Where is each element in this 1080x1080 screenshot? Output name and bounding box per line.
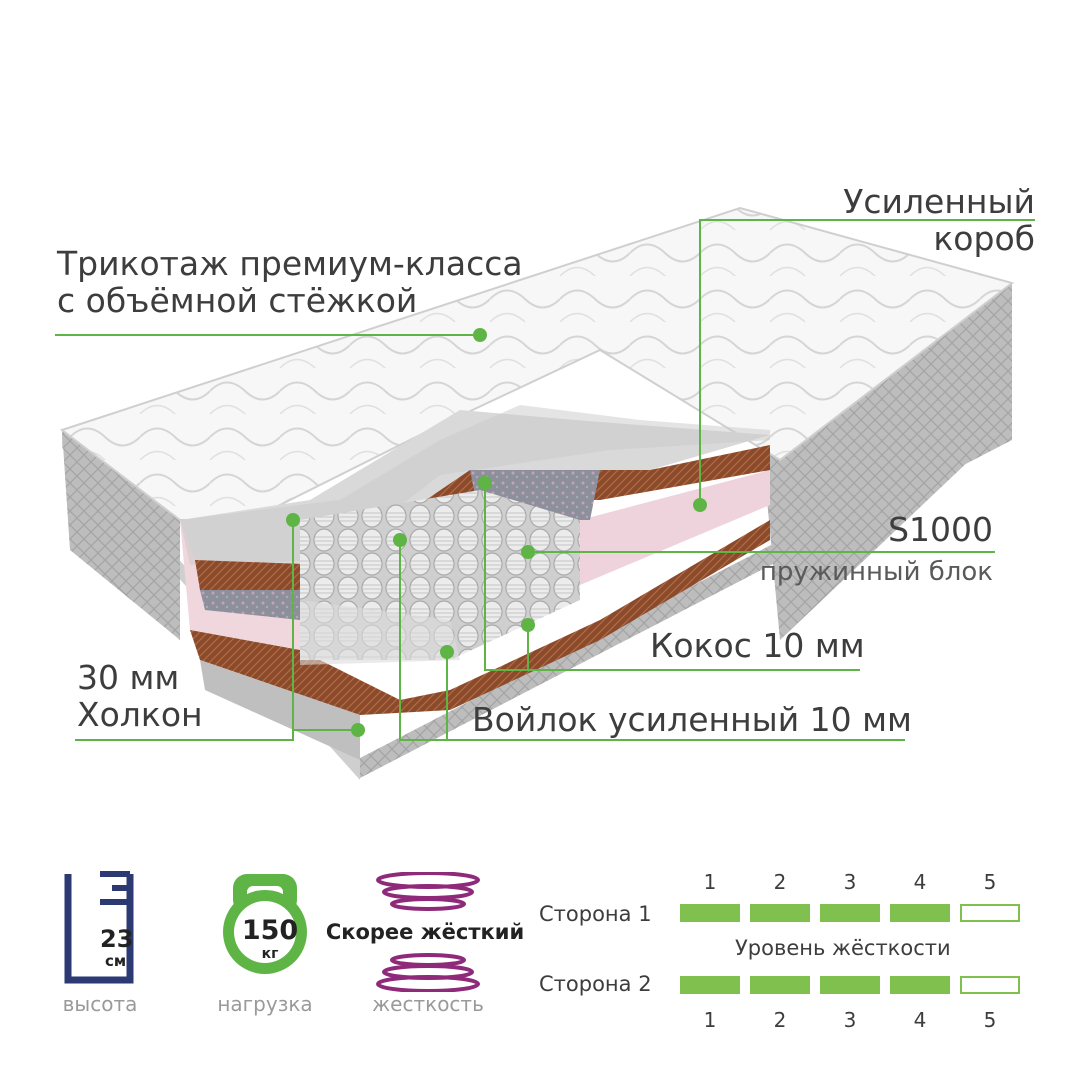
- mattress-illustration: [55, 206, 1035, 780]
- firmness-value: Скорее жёсткий: [325, 920, 525, 944]
- side-1-bars: [680, 904, 1020, 922]
- firmness-bar-5: [960, 904, 1020, 922]
- firmness-bar-3: [820, 904, 880, 922]
- height-value: 23: [100, 925, 134, 953]
- scale-number-1: 1: [703, 870, 717, 894]
- scale-number-1: 1: [703, 1008, 717, 1032]
- firmness-bar-2: [750, 976, 810, 994]
- spring-icon: [376, 872, 480, 911]
- callout-holcon: 30 мм Холкон: [77, 658, 203, 734]
- callout-box-line1: Усиленный: [843, 182, 1035, 221]
- scale-number-5: 5: [983, 1008, 997, 1032]
- callout-dots: [286, 328, 707, 737]
- height-caption: высота: [62, 992, 138, 1016]
- side-1-label: Сторона 1: [539, 902, 652, 926]
- load-spec: 150 кг нагрузка: [210, 872, 320, 1022]
- load-caption: нагрузка: [217, 992, 313, 1016]
- firmness-scale: 1 2 3 4 5 Сторона 1 Уровень жёсткости Сторон…: [535, 870, 1035, 1040]
- scale-number-4: 4: [913, 870, 927, 894]
- kettlebell-icon: [223, 874, 307, 974]
- callout-knit: Трикотаж премиум-класса с объёмной стёжк…: [57, 244, 523, 320]
- firmness-bar-4: [890, 976, 950, 994]
- ruler-icon: [64, 871, 134, 984]
- scale-number-2: 2: [773, 870, 787, 894]
- scale-title: Уровень жёсткости: [735, 936, 951, 960]
- side-2-label: Сторона 2: [539, 972, 652, 996]
- scale-number-2: 2: [773, 1008, 787, 1032]
- load-value: 150: [241, 915, 299, 946]
- callout-knit-line1: Трикотаж премиум-класса: [57, 244, 523, 283]
- callout-holcon-line2: Холкон: [77, 694, 203, 734]
- scale-number-4: 4: [913, 1008, 927, 1032]
- scale-number-3: 3: [843, 1008, 857, 1032]
- firmness-bar-1: [680, 904, 740, 922]
- scale-numbers-top: 1 2 3 4 5: [680, 870, 1020, 894]
- callout-lines: [55, 219, 1035, 741]
- side-2-bars: [680, 976, 1020, 994]
- callout-knit-line2: с объёмной стёжкой: [57, 280, 418, 320]
- scale-number-3: 3: [843, 870, 857, 894]
- firmness-spec: Скорее жёсткий жесткость: [325, 872, 525, 1022]
- firmness-bar-5: [960, 976, 1020, 994]
- callout-holcon-line1: 30 мм: [77, 658, 180, 697]
- callout-spring-title: S1000: [888, 510, 993, 549]
- scale-numbers-bottom: 1 2 3 4 5: [680, 1008, 1020, 1032]
- firmness-bar-1: [680, 976, 740, 994]
- callout-felt: Войлок усиленный 10 мм: [472, 700, 912, 739]
- scale-number-5: 5: [983, 870, 997, 894]
- callout-spring-sub: пружинный блок: [759, 557, 993, 587]
- height-spec: 23 см высота: [60, 870, 140, 1020]
- firmness-bar-4: [890, 904, 950, 922]
- firmness-bar-2: [750, 904, 810, 922]
- callout-box-line2: короб: [933, 218, 1035, 258]
- spring-icon: [376, 953, 480, 992]
- callout-coconut: Кокос 10 мм: [650, 626, 865, 665]
- firmness-bar-3: [820, 976, 880, 994]
- height-unit: см: [105, 952, 127, 970]
- firmness-caption: жесткость: [372, 992, 484, 1016]
- load-unit: кг: [261, 946, 279, 962]
- callout-box: Усиленный короб: [843, 182, 1035, 258]
